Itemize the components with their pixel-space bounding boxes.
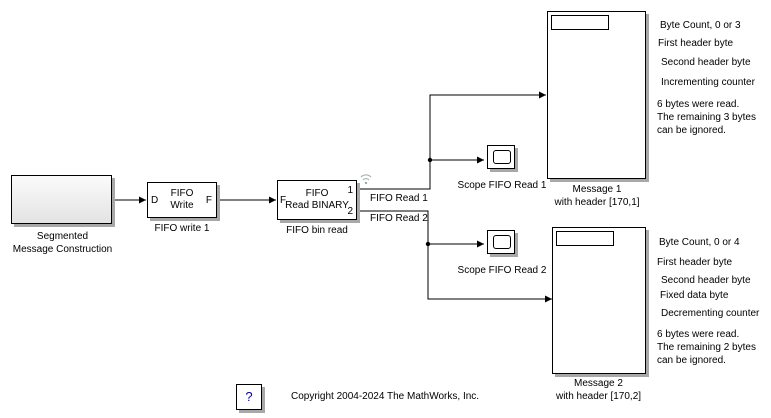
fifo-read-text: FIFO Read BINARY <box>278 188 356 212</box>
fifo-read-block[interactable]: FIFO Read BINARY F 1 2 <box>277 180 357 220</box>
display1-field <box>551 15 609 30</box>
note2-line3: can be ignored. <box>657 355 726 366</box>
note1-line3: can be ignored. <box>657 125 726 136</box>
note1-line2: The remaining 3 bytes <box>657 112 756 123</box>
annotation-counter-1: Incrementing counter <box>661 77 755 88</box>
branch-point-2 <box>425 241 431 247</box>
annotation-fixed-2: Fixed data byte <box>660 290 729 301</box>
annotation-second-header-2: Second header byte <box>661 275 751 286</box>
fifo-read-label: FIFO bin read <box>286 225 348 236</box>
note2-line2: The remaining 2 bytes <box>657 342 756 353</box>
display2-label-line2: with header [170,2] <box>555 391 642 402</box>
fifo-read-line1: FIFO <box>305 188 329 199</box>
port-f-in: F <box>280 195 287 206</box>
wire-read2-to-display2 <box>358 210 552 303</box>
signal-label-read2: FIFO Read 2 <box>370 213 428 224</box>
port-f-out: F <box>205 195 212 206</box>
signal-label-read1: FIFO Read 1 <box>370 193 428 204</box>
display2-label: Message 2 with header [170,2] <box>541 377 656 403</box>
display1-label-line1: Message 1 <box>572 184 622 195</box>
port-out-2: 2 <box>347 206 353 217</box>
scope1-label: Scope FIFO Read 1 <box>457 180 547 191</box>
fifo-write-label: FIFO write 1 <box>154 223 210 234</box>
fifo-write-text: FIFO Write <box>148 188 216 212</box>
note1-line1: 6 bytes were read. <box>657 99 740 110</box>
scope2-label: Scope FIFO Read 2 <box>457 265 547 276</box>
scope-icon <box>493 235 511 249</box>
fifo-write-block[interactable]: FIFO Write D F <box>147 182 217 218</box>
display1-label-line2: with header [170,1] <box>554 197 640 208</box>
annotation-first-header-1: First header byte <box>658 38 734 49</box>
display2-block[interactable] <box>552 227 646 374</box>
scope1-block[interactable] <box>487 145 515 169</box>
port-d: D <box>151 195 159 206</box>
display1-block[interactable] <box>547 11 646 179</box>
annotation-second-header-1: Second header byte <box>661 57 751 68</box>
display1-label: Message 1 with header [170,1] <box>541 183 653 209</box>
segmented-block-label: Segmented Message Construction <box>5 230 120 256</box>
segmented-label-line2: Message Construction <box>12 244 113 255</box>
help-button[interactable]: ? <box>236 384 262 410</box>
display2-field <box>556 231 614 246</box>
segmented-label-line1: Segmented <box>36 231 89 242</box>
annotation-note-2: 6 bytes were read. The remaining 2 bytes… <box>657 328 756 367</box>
port-out-1: 1 <box>347 185 353 196</box>
annotation-counter-2: Decrementing counter <box>661 308 760 319</box>
note2-line1: 6 bytes were read. <box>657 329 740 340</box>
branch-point-1 <box>427 157 433 163</box>
annotation-byte-count-1: Byte Count, 0 or 3 <box>660 20 741 31</box>
annotation-note-1: 6 bytes were read. The remaining 3 bytes… <box>657 98 756 137</box>
wire-read1-to-display1 <box>358 91 546 190</box>
annotation-byte-count-2: Byte Count, 0 or 4 <box>659 237 740 248</box>
segmented-message-block[interactable] <box>11 175 112 224</box>
wireless-icon <box>360 174 372 185</box>
fifo-read-line2: Read BINARY <box>285 200 349 211</box>
scope2-block[interactable] <box>487 230 515 254</box>
fifo-write-line2: Write <box>170 200 194 211</box>
copyright-text: Copyright 2004-2024 The MathWorks, Inc. <box>291 391 480 402</box>
fifo-write-line1: FIFO <box>170 188 194 199</box>
help-icon: ? <box>245 389 253 404</box>
scope-icon <box>493 150 511 164</box>
display2-label-line1: Message 2 <box>574 378 623 389</box>
annotation-first-header-2: First header byte <box>657 257 733 268</box>
